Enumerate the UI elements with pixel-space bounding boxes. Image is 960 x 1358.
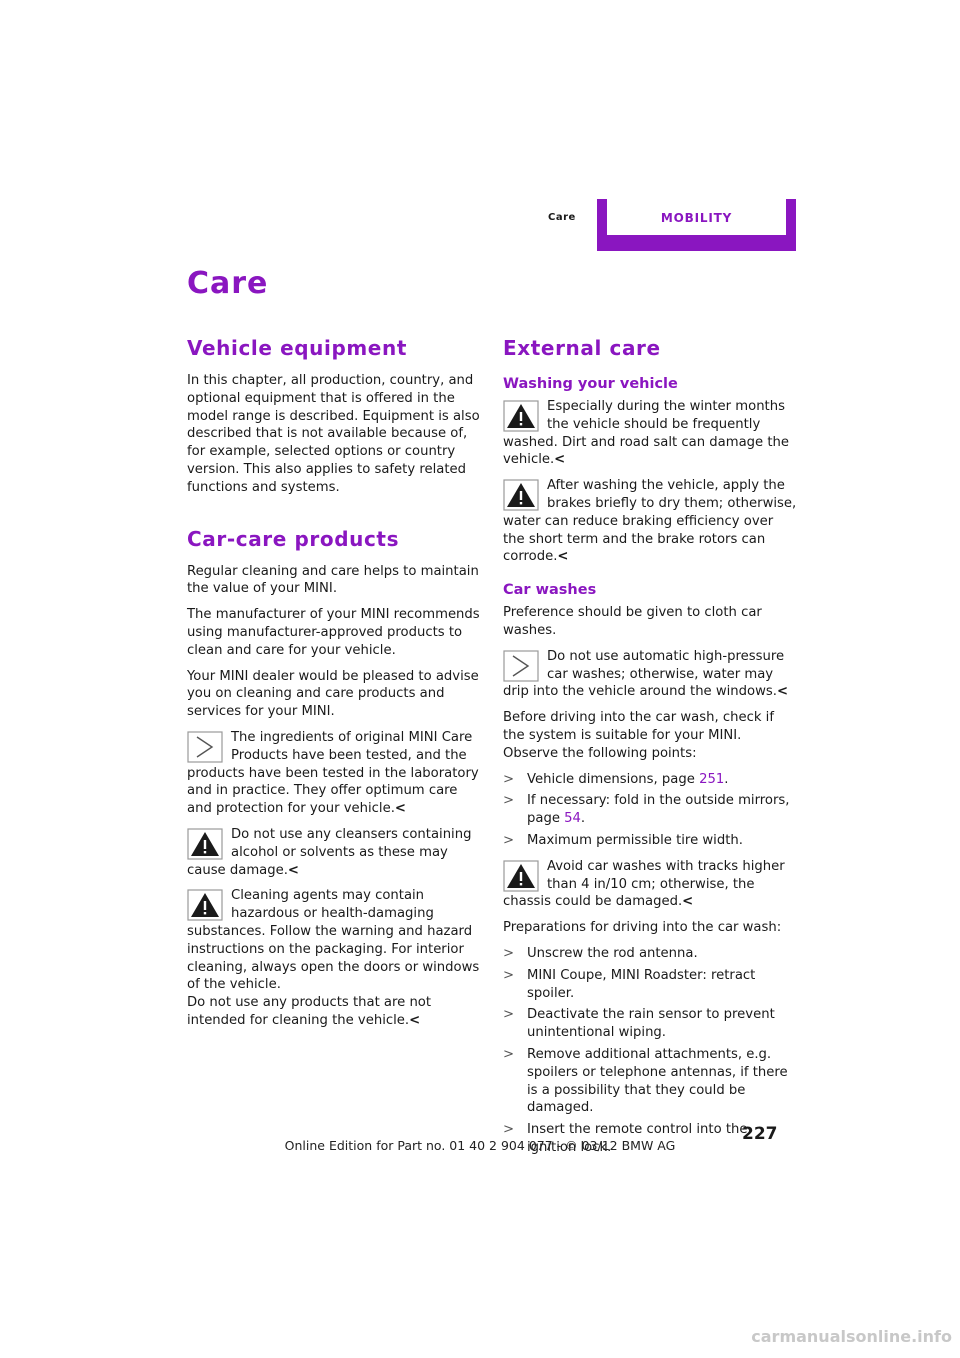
list-item-text: Insert the remote control into the ignit… (527, 1122, 748, 1155)
section-title-vehicle-equipment: Vehicle equipment (187, 336, 407, 360)
list-item: > Insert the remote control into the ign… (503, 1121, 798, 1157)
header-section-label: Care (548, 212, 576, 223)
warning-text: Do not use any products that are not int… (187, 995, 432, 1028)
page-link[interactable]: 54 (564, 811, 581, 827)
note-block: The ingredients of original MINI Care Pr… (187, 729, 482, 818)
page-number: 227 (742, 1124, 778, 1144)
end-marker: < (409, 1012, 421, 1028)
bullet-marker: > (503, 945, 515, 961)
bullet-marker: > (503, 1007, 515, 1023)
paragraph: Preparations for driving into the car wa… (503, 920, 782, 936)
bullet-marker: > (503, 832, 515, 848)
list-item: > Vehicle dimensions, page 251. (503, 771, 729, 787)
list-item-text: Remove additional attachments, e.g. spoi… (527, 1046, 788, 1116)
warning-text: Avoid car washes with tracks higher than… (503, 858, 785, 910)
list-item-text: Vehicle dimensions, page (527, 771, 695, 787)
note-arrow-icon (503, 650, 539, 682)
left-column: Vehicle equipment In this chapter, all p… (187, 336, 482, 1038)
warning-triangle-icon (503, 479, 539, 511)
note-arrow-icon (187, 731, 223, 763)
note-text: The ingredients of original MINI Care Pr… (187, 729, 479, 817)
warning-text: After washing the vehicle, apply the bra… (503, 478, 797, 565)
list-item: > MINI Coupe, MINI Roadster: retract spo… (503, 967, 798, 1003)
note-text: Do not use automatic high-pressure car w… (503, 648, 785, 700)
subsection-title-car-washes: Car washes (503, 582, 597, 599)
list-item-text: Maximum permissible tire width. (527, 832, 743, 848)
page-title: Care (187, 266, 269, 301)
section-title-car-care-products: Car-care products (187, 526, 400, 551)
end-marker: < (554, 452, 566, 468)
list-item-text: If necessary: fold in the outside mirror… (527, 793, 790, 827)
warning-text: Do not use any cleansers containing alco… (187, 826, 472, 878)
list-item: > Unscrew the rod antenna. (503, 945, 798, 963)
end-marker: < (682, 894, 694, 910)
warning-block: After washing the vehicle, apply the bra… (503, 477, 798, 566)
warning-triangle-icon (187, 828, 223, 860)
warning-block: Avoid car washes with tracks higher than… (503, 858, 798, 911)
paragraph: The manufacturer of your MINI recommends… (187, 607, 480, 658)
paragraph: In this chapter, all production, country… (187, 373, 480, 495)
list-item: > Deactivate the rain sensor to prevent … (503, 1006, 798, 1042)
bullet-marker: > (503, 1122, 515, 1138)
bullet-marker: > (503, 793, 515, 809)
warning-block: Especially during the winter months the … (503, 398, 798, 469)
end-marker: < (776, 684, 789, 700)
warning-text: Cleaning agents may contain hazardous or… (187, 888, 480, 993)
watermark: carmanualsonline.info (751, 1327, 952, 1346)
paragraph: Before driving into the car wash, check … (503, 710, 774, 761)
note-block: Do not use automatic high-pressure car w… (503, 648, 798, 701)
bullet-marker: > (503, 1046, 515, 1062)
warning-triangle-icon (503, 860, 539, 892)
warning-triangle-icon (503, 400, 539, 432)
end-marker: < (557, 549, 569, 565)
right-column: External care Washing your vehicle Espec… (503, 336, 798, 1161)
list-item-text: MINI Coupe, MINI Roadster: retract spoil… (527, 967, 756, 1001)
list-item: > Remove additional attachments, e.g. sp… (503, 1046, 798, 1117)
paragraph: Regular cleaning and care helps to maint… (187, 563, 479, 597)
footer-edition-text: Online Edition for Part no. 01 40 2 904 … (284, 1138, 676, 1153)
section-title-external-care: External care (503, 336, 661, 360)
bullet-marker: > (503, 967, 515, 983)
warning-block: Do not use any cleansers containing alco… (187, 826, 482, 879)
page-link[interactable]: 251 (699, 771, 725, 787)
list-item: > Maximum permissible tire width. (503, 832, 798, 850)
list-item-text: Unscrew the rod antenna. (527, 945, 698, 961)
list-item: > If necessary: fold in the outside mirr… (503, 793, 790, 827)
warning-block: Cleaning agents may contain hazardous or… (187, 887, 482, 1029)
end-marker: < (287, 862, 299, 878)
warning-triangle-icon (187, 889, 223, 921)
bullet-marker: > (503, 771, 515, 787)
paragraph: Your MINI dealer would be pleased to adv… (187, 668, 479, 720)
subsection-title-washing: Washing your vehicle (503, 376, 678, 392)
list-item-text: Deactivate the rain sensor to prevent un… (527, 1007, 775, 1041)
warning-text: Especially during the winter months the … (503, 399, 789, 468)
end-marker: < (394, 801, 406, 817)
header-tab: MOBILITY (597, 199, 796, 251)
paragraph: Preference should be given to cloth car … (503, 605, 762, 638)
header-tab-label: MOBILITY (660, 211, 733, 225)
